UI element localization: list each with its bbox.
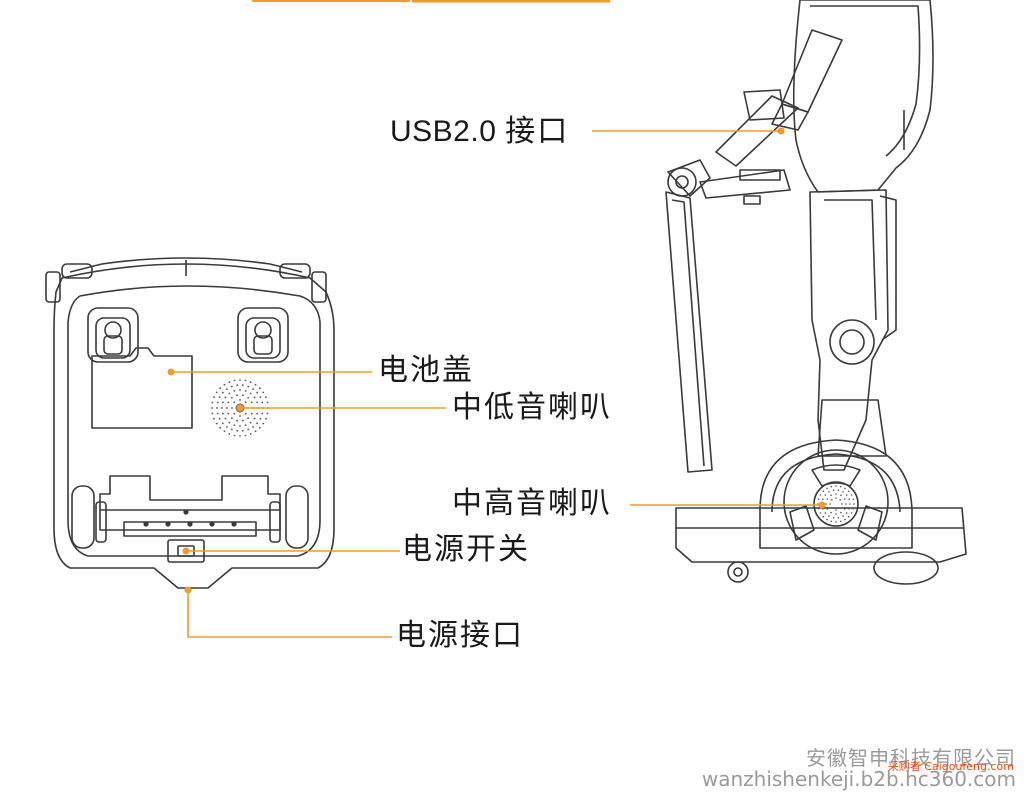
watermark-company: 安徽智申科技有限公司 <box>806 746 1016 770</box>
battery-cover <box>91 347 193 429</box>
label-battery-cover: 电池盖 <box>378 353 474 388</box>
right-caster <box>237 307 289 363</box>
base-bottom-view <box>45 257 335 589</box>
label-bass-speaker: 中低音喇叭 <box>452 390 612 425</box>
leader-power-port <box>187 588 392 638</box>
label-usb-latin: USB2.0 <box>390 115 497 148</box>
label-power-port: 电源接口 <box>396 618 524 653</box>
treble-speaker-grille <box>813 481 859 527</box>
label-usb-cn: 接口 <box>505 114 570 149</box>
watermark-source: 采购者 Caigoufeng.com <box>887 760 1014 773</box>
watermark-site: wanzhishenkeji.b2b.hc360.com <box>701 767 1016 791</box>
robot-side-view <box>665 0 967 585</box>
bass-speaker-holes <box>211 379 269 437</box>
left-caster <box>87 307 139 363</box>
label-usb-port: USB2.0 接口 <box>390 117 569 147</box>
leader-lines <box>171 130 822 638</box>
treble-speaker-holes <box>817 485 855 523</box>
label-treble-speaker: 中高音喇叭 <box>452 486 612 521</box>
wheel-housing <box>759 439 913 549</box>
leader-endpoints <box>167 127 826 594</box>
label-power-switch: 电源开关 <box>402 532 530 567</box>
